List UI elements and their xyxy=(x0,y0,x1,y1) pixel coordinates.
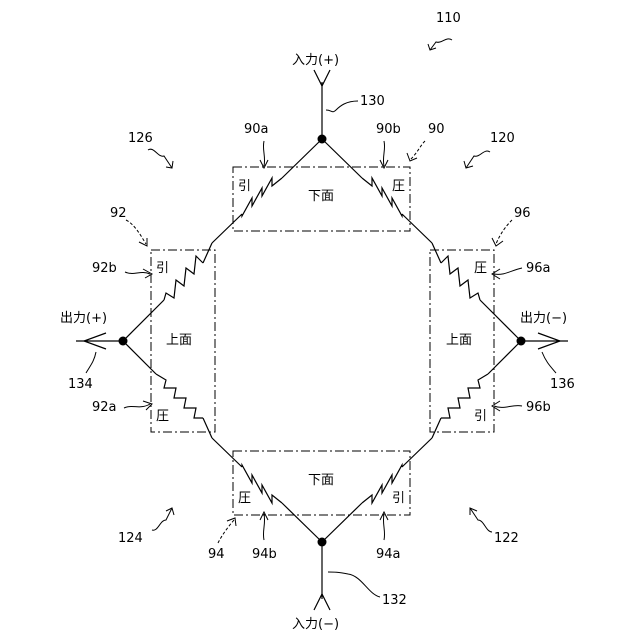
ref-134: 134 xyxy=(68,377,93,392)
ref-94a: 94a xyxy=(376,547,401,562)
ref-96b: 96b xyxy=(526,400,551,415)
stress-label-94b: 圧 xyxy=(238,491,251,506)
stress-label-92a: 圧 xyxy=(156,409,169,424)
ref-136: 136 xyxy=(550,377,575,392)
ref-132: 132 xyxy=(382,593,407,608)
ref-120: 120 xyxy=(490,131,515,146)
ref-110: 110 xyxy=(436,11,461,26)
stress-label-90b: 圧 xyxy=(392,179,405,194)
stress-label-94a: 引 xyxy=(392,491,405,506)
face-label-92: 上面 xyxy=(166,333,192,348)
ref-92: 92 xyxy=(110,206,127,221)
output-minus-label: 出力(−) xyxy=(520,311,567,326)
stress-label-96b: 引 xyxy=(474,409,487,424)
face-label-94: 下面 xyxy=(308,473,334,488)
face-label-96: 上面 xyxy=(446,333,472,348)
stress-label-96a: 圧 xyxy=(474,261,487,276)
input-minus-terminal xyxy=(314,542,330,610)
output-plus-label: 出力(+) xyxy=(60,311,107,326)
ref-94b: 94b xyxy=(252,547,277,562)
stress-label-92b: 引 xyxy=(156,261,169,276)
ref-94: 94 xyxy=(208,547,225,562)
ref-90b: 90b xyxy=(376,122,401,137)
ref-124: 124 xyxy=(118,531,143,546)
ref-96a: 96a xyxy=(526,261,551,276)
face-label-90: 下面 xyxy=(308,189,334,204)
leader-lines xyxy=(86,39,556,597)
ref-126: 126 xyxy=(128,131,153,146)
ref-92a: 92a xyxy=(92,400,117,415)
stress-label-90a: 引 xyxy=(238,179,251,194)
ref-96: 96 xyxy=(514,206,531,221)
ref-122: 122 xyxy=(494,531,519,546)
ref-90a: 90a xyxy=(244,122,269,137)
ref-92b: 92b xyxy=(92,261,117,276)
output-minus-terminal xyxy=(521,333,568,349)
input-plus-label: 入力(+) xyxy=(292,53,339,68)
ref-130: 130 xyxy=(360,94,385,109)
input-plus-terminal xyxy=(314,70,330,139)
ref-90: 90 xyxy=(428,122,445,137)
output-plus-terminal xyxy=(76,333,123,349)
input-minus-label: 入力(−) xyxy=(292,617,339,632)
